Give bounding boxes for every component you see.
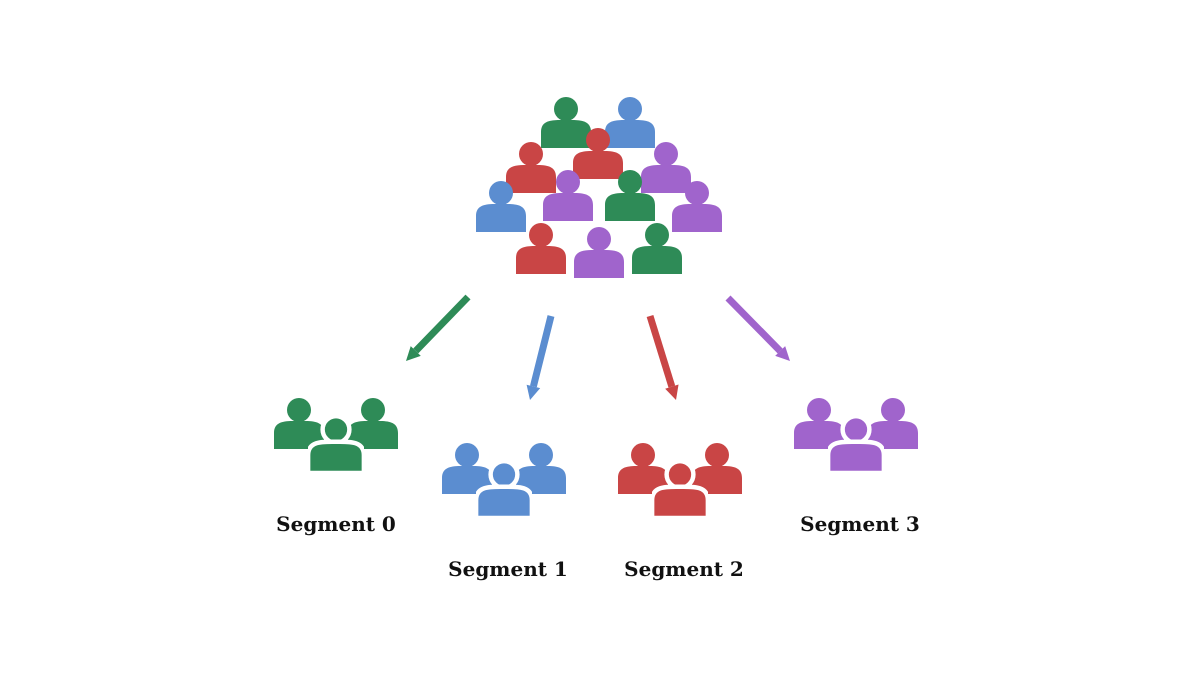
arrow-icon — [526, 315, 555, 400]
person-icon — [641, 142, 691, 193]
mixed-crowd — [476, 97, 722, 278]
segment-1-label: Segment 1 — [448, 557, 568, 581]
user-group-icon — [618, 443, 742, 518]
person-icon — [605, 97, 655, 148]
user-group-icon — [442, 443, 566, 518]
arrow-icon — [646, 314, 679, 400]
person-icon — [506, 142, 556, 193]
arrow-icon — [725, 295, 790, 361]
arrow-icon — [406, 294, 471, 361]
segment-0-label: Segment 0 — [276, 512, 396, 536]
segment-arrows — [406, 294, 790, 400]
person-icon — [574, 227, 624, 278]
person-icon — [541, 97, 591, 148]
user-group-icon — [794, 398, 918, 473]
segment-2-label: Segment 2 — [624, 557, 744, 581]
segment-3-label: Segment 3 — [800, 512, 920, 536]
segment-groups — [274, 398, 918, 518]
user-group-icon — [274, 398, 398, 473]
